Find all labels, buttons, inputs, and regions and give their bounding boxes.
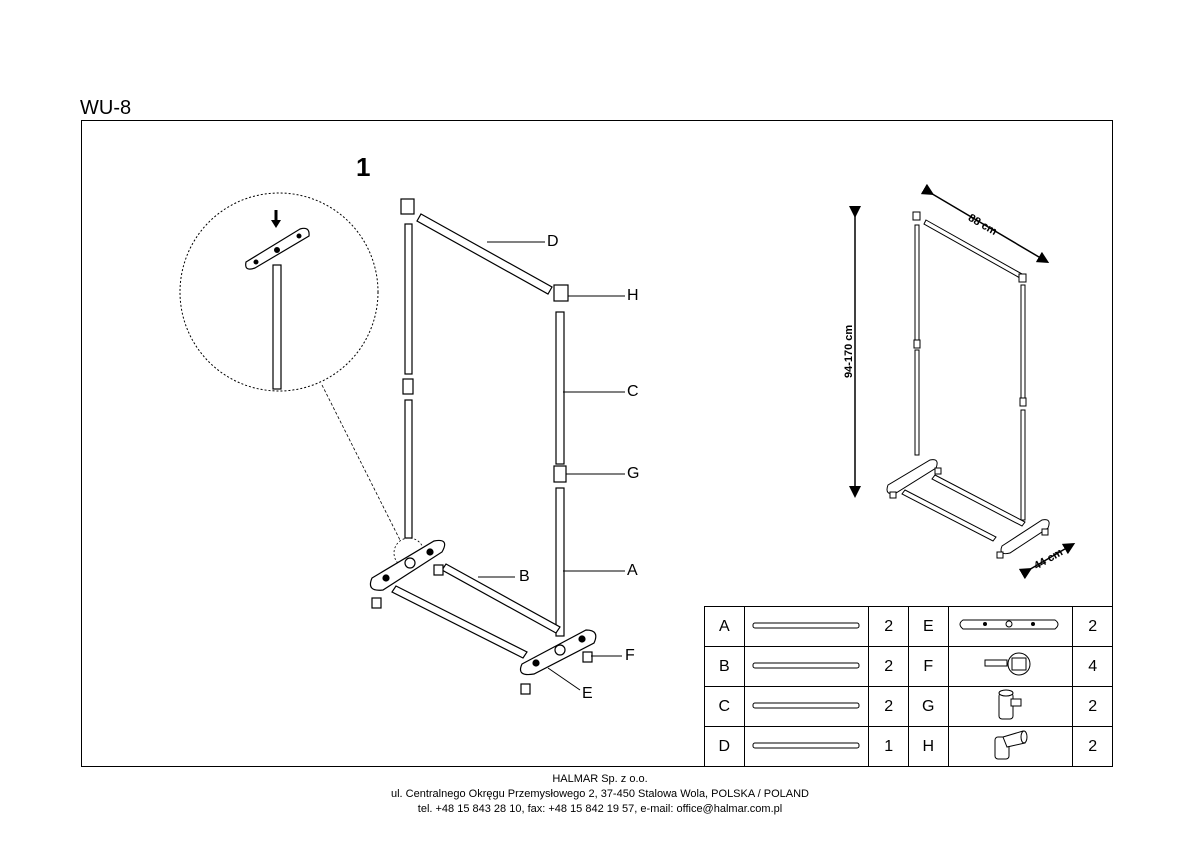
table-row: C 2 G 2 [704,686,1113,727]
part-code: F [907,646,949,687]
table-row: D 1 H 2 [704,726,1113,767]
caster-wheel-icon [947,646,1074,687]
parts-table: A 2 E 2 B 2 F 4 C 2 G 2 D 1 H [704,606,1113,767]
long-tube-icon [743,646,870,687]
base-foot-icon [947,606,1074,647]
table-row: B 2 F 4 [704,646,1113,687]
callout-b: B [519,568,530,585]
long-tube-icon [743,726,870,767]
overview-rack [886,211,1050,559]
company-name: HALMAR Sp. z o.o. [552,773,648,785]
part-qty: 2 [868,606,909,647]
callout-a: A [627,562,638,579]
rack-assembly [369,198,597,695]
part-code: G [907,686,949,727]
part-qty: 4 [1072,646,1113,687]
part-qty: 2 [868,686,909,727]
callout-leaders [478,241,625,691]
callout-d: D [547,233,559,250]
callout-f: F [625,647,635,664]
drawing-frame [81,120,1113,767]
detail-zoom-circle [179,192,425,569]
height-clamp-icon [947,686,1074,727]
company-footer: HALMAR Sp. z o.o. ul. Centralnego Okręgu… [0,772,1200,817]
part-qty: 2 [868,646,909,687]
part-code: A [704,606,745,647]
callout-e: E [582,685,593,702]
callout-h: H [627,287,639,304]
part-qty: 2 [1072,606,1113,647]
part-code: E [907,606,949,647]
table-row: A 2 E 2 [704,606,1113,647]
part-code: C [704,686,745,727]
part-code: H [907,726,949,767]
long-tube-icon [743,606,870,647]
callout-g: G [627,465,640,482]
callout-c: C [627,383,639,400]
dimension-arrows [849,183,1076,580]
part-qty: 2 [1072,686,1113,727]
part-code: B [704,646,745,687]
part-qty: 1 [868,726,909,767]
company-contact: tel. +48 15 843 28 10, fax: +48 15 842 1… [417,803,783,815]
long-tube-icon [743,686,870,727]
part-qty: 2 [1072,726,1113,767]
company-address: ul. Centralnego Okręgu Przemysłowego 2, … [390,788,809,800]
dimension-height: 94-170 cm [843,324,855,378]
model-code: WU-8 [80,97,132,119]
step-number: 1 [356,152,371,182]
part-code: D [704,726,745,767]
corner-connector-icon [947,726,1074,767]
